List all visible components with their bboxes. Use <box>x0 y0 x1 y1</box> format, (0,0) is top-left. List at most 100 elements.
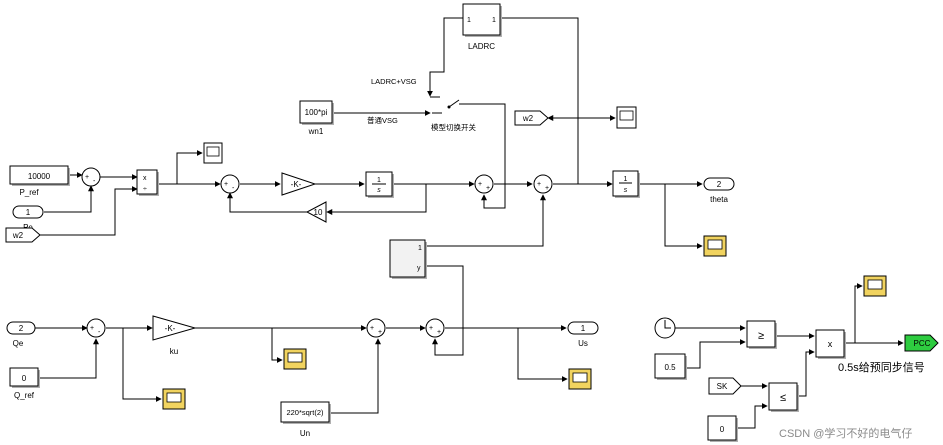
sum-voltage: ++ <box>366 318 386 338</box>
integrator-2-den: s <box>624 187 628 194</box>
p-ref-constant[interactable]: 10000 P_ref <box>9 165 70 197</box>
product-symbol: x <box>828 339 833 349</box>
un-value: 220*sqrt(2) <box>286 408 324 417</box>
divide-div-sign: ÷ <box>143 186 147 193</box>
integrator-1-num: 1 <box>377 177 381 184</box>
relational-le[interactable]: ≤ <box>768 382 799 412</box>
signal-lines <box>34 17 904 429</box>
sum-freq: ++ <box>474 174 494 194</box>
un-constant[interactable]: 220*sqrt(2) Un <box>280 401 331 438</box>
qe-label: Qe <box>13 339 24 348</box>
q-ref-label: Q_ref <box>14 391 35 400</box>
const-0-5-value: 0.5 <box>664 363 676 372</box>
sum-blocks[interactable]: +- +- ++ ++ +- ++ ++ <box>81 167 553 338</box>
integrator-1-den: s <box>377 187 381 194</box>
gain-inertia-label: -K- <box>291 180 302 189</box>
scope-us <box>568 368 592 390</box>
scope-voltage <box>283 348 307 370</box>
qe-port-number: 2 <box>19 324 24 333</box>
model-switch[interactable]: LADRC+VSG 普通VSG 模型切换开关 <box>367 77 476 132</box>
svg-text:+: + <box>378 329 382 336</box>
product-block[interactable]: x <box>815 329 846 359</box>
scope-reactive <box>162 388 186 410</box>
pcc-goto-tag[interactable]: PCC <box>904 334 939 352</box>
scope-pcc <box>863 275 887 297</box>
gain-10[interactable]: 10 <box>305 201 327 223</box>
w2-from-label: w2 <box>12 231 24 240</box>
subsystem-block[interactable]: 1 y <box>389 239 427 279</box>
integrator-1[interactable]: 1 s <box>365 171 394 198</box>
subsystem-in: 1 <box>418 245 422 252</box>
svg-text:+: + <box>224 181 228 188</box>
divide-mult-sign: x <box>143 175 147 182</box>
switch-name: 模型切换开关 <box>431 122 476 132</box>
const-0-5[interactable]: 0.5 <box>654 353 687 380</box>
q-ref-constant[interactable]: 0 Q_ref <box>9 367 40 400</box>
scopes[interactable] <box>162 106 887 410</box>
svg-text:+: + <box>478 181 482 188</box>
svg-text:+: + <box>370 325 374 332</box>
us-outport[interactable]: 1 Us <box>567 321 599 348</box>
scope-power <box>203 142 223 164</box>
ladrc-in-port: 1 <box>467 17 471 24</box>
sum-damping: +- <box>220 174 240 194</box>
q-ref-value: 0 <box>22 374 27 383</box>
divide-block[interactable]: x ÷ <box>136 169 159 196</box>
relational-ge[interactable]: ≥ <box>746 320 777 349</box>
ladrc-label: LADRC <box>468 42 495 51</box>
sk-label: SK <box>717 382 728 391</box>
svg-text:+: + <box>429 325 433 332</box>
const-0-value: 0 <box>720 425 725 434</box>
wn1-label: wn1 <box>308 127 324 136</box>
switch-label-ladrc-vsg: LADRC+VSG <box>371 77 417 86</box>
w2-goto-label: w2 <box>522 114 534 123</box>
pe-port-number: 1 <box>26 208 31 217</box>
svg-text:+: + <box>545 185 549 192</box>
gain-10-label: 10 <box>314 208 323 217</box>
sync-annotation: 0.5s给预同步信号 <box>838 361 925 374</box>
sum-omega: ++ <box>533 174 553 194</box>
theta-outport[interactable]: 2 theta <box>703 177 735 204</box>
sum-voltage-out: ++ <box>425 318 445 338</box>
integrator-2-num: 1 <box>624 176 628 183</box>
svg-text:+: + <box>537 181 541 188</box>
sum-power-error: +- <box>81 167 101 187</box>
sum-reactive-error: +- <box>86 318 106 338</box>
wn1-value: 100*pi <box>305 108 328 117</box>
gain-inertia[interactable]: -K- <box>281 172 317 196</box>
svg-text:-: - <box>232 185 235 192</box>
w2-from-tag[interactable]: w2 <box>5 227 41 243</box>
svg-text:+: + <box>486 185 490 192</box>
scope-theta <box>703 235 727 257</box>
relational-le-symbol: ≤ <box>780 392 786 404</box>
scope-omega <box>616 106 637 129</box>
gain-ku-label: ku <box>170 347 178 356</box>
us-label: Us <box>578 339 588 348</box>
gain-ku-value: -K- <box>165 324 176 333</box>
const-0[interactable]: 0 <box>707 415 738 442</box>
pcc-label: PCC <box>914 339 931 348</box>
p-ref-value: 10000 <box>28 172 51 181</box>
theta-port-number: 2 <box>717 180 722 189</box>
svg-text:-: - <box>93 178 96 185</box>
qe-inport[interactable]: 2 Qe <box>6 321 36 348</box>
ladrc-out-port: 1 <box>492 17 496 24</box>
watermark: CSDN @学习不好的电气仔 <box>779 426 912 440</box>
ladrc-subsystem[interactable]: 1 1 LADRC <box>462 3 502 51</box>
sk-from-tag[interactable]: SK <box>708 377 742 395</box>
svg-text:-: - <box>98 329 101 336</box>
svg-text:+: + <box>90 325 94 332</box>
switch-label-vsg: 普通VSG <box>367 115 398 125</box>
svg-text:+: + <box>85 174 89 181</box>
w2-goto-tag[interactable]: w2 <box>514 110 549 126</box>
gain-ku[interactable]: -K- ku <box>152 315 197 356</box>
integrator-2[interactable]: 1 s <box>612 170 640 198</box>
us-port-number: 1 <box>581 324 586 333</box>
un-label: Un <box>300 429 310 438</box>
wn1-constant[interactable]: 100*pi wn1 <box>299 100 334 136</box>
p-ref-label: P_ref <box>19 188 39 197</box>
svg-text:+: + <box>437 329 441 336</box>
theta-label: theta <box>710 195 728 204</box>
clock-icon[interactable] <box>654 317 676 339</box>
